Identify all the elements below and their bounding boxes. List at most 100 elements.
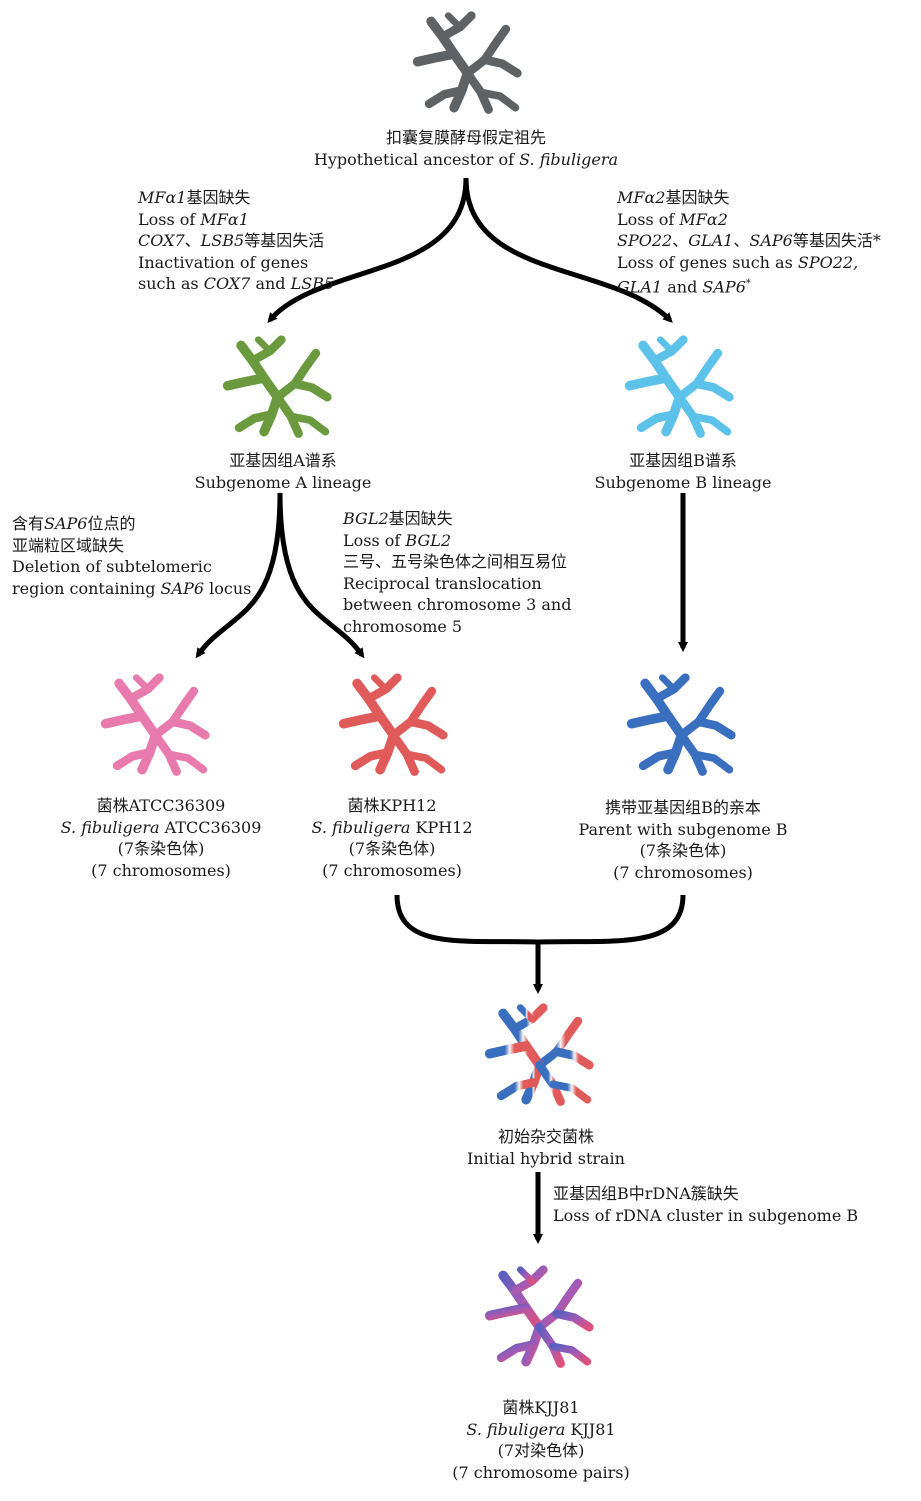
cox7-gene-en: COX7 xyxy=(203,274,251,293)
event-to-atcc-line4: region containing SAP6 locus xyxy=(12,578,251,600)
event-to-b-line4: Loss of genes such as SPO22, xyxy=(617,252,881,274)
parent-b-en: Parent with subgenome B xyxy=(578,819,788,839)
event-to-b-line3: SPO22、GLA1、SAP6等基因失活* xyxy=(617,230,881,252)
event-to-b-line1: MFα2基因缺失 xyxy=(617,187,881,209)
atcc-cell xyxy=(106,678,206,772)
kjj81-chrom-en: (7 chromosome pairs) xyxy=(452,1462,630,1482)
zh: 位点的 xyxy=(87,514,136,533)
mid: and xyxy=(662,277,703,297)
post: locus xyxy=(204,578,252,598)
kjj81-label: 菌株KJJ81 S. fibuligera KJJ81 (7对染色体) (7 c… xyxy=(452,1397,629,1483)
cox7-gene: COX7 xyxy=(138,231,185,250)
ancestor-zh: 扣囊复膜酵母假定祖先 xyxy=(385,128,547,147)
species: S. fibuligera xyxy=(311,817,411,837)
sap6-gene-en: SAP6 xyxy=(160,578,205,598)
mfa1-gene: MFα1 xyxy=(138,188,187,207)
kjj81-en: S. fibuligera KJJ81 xyxy=(452,1419,629,1441)
gla1-gene: GLA1 xyxy=(688,231,734,250)
event-to-kph12-line3: 三号、五号染色体之间相互易位 xyxy=(343,552,568,571)
atcc-chrom-en: (7 chromosomes) xyxy=(91,860,231,880)
ancestor-cell xyxy=(418,16,518,110)
event-to-atcc-line3: Deletion of subtelomeric xyxy=(12,557,212,576)
event-to-kjj81: 亚基因组B中rDNA簇缺失 Loss of rDNA cluster in su… xyxy=(553,1183,858,1226)
sap6-gene-en: SAP6 xyxy=(702,277,746,297)
ancestor-en-species: S. fibuligera xyxy=(519,149,619,169)
lsb5-gene: LSB5 xyxy=(200,231,245,250)
bgl2-gene-en: BGL2 xyxy=(405,530,452,550)
species: S. fibuligera xyxy=(466,1419,566,1439)
pre: Loss of genes such as xyxy=(617,252,798,272)
kjj81-zh: 菌株KJJ81 xyxy=(502,1398,580,1417)
kjj81-chrom-zh: (7对染色体) xyxy=(497,1441,585,1460)
event-to-b-zh1: 基因缺失 xyxy=(665,188,730,207)
sap6-gene: SAP6 xyxy=(44,514,88,533)
sub-a-en: Subgenome A lineage xyxy=(194,472,372,492)
kph12-zh: 菌株KPH12 xyxy=(347,796,437,815)
kph12-en: S. fibuligera KPH12 xyxy=(311,817,472,839)
atcc-en: S. fibuligera ATCC36309 xyxy=(61,817,262,839)
ancestor-en: Hypothetical ancestor of S. fibuligera xyxy=(314,149,618,171)
ancestor-label: 扣囊复膜酵母假定祖先 Hypothetical ancestor of S. f… xyxy=(314,127,618,170)
event-to-b: MFα2基因缺失 Loss of MFα2 SPO22、GLA1、SAP6等基因… xyxy=(617,187,881,298)
kph12-chrom-en: (7 chromosomes) xyxy=(322,860,462,880)
kph12-chrom-zh: (7条染色体) xyxy=(348,839,436,858)
edge-a-to-kph12 xyxy=(277,492,365,659)
event-to-a-line4: Inactivation of genes xyxy=(138,252,309,272)
parent-b-zh: 携带亚基因组B的亲本 xyxy=(605,798,761,817)
event-to-kph12-line2: Loss of BGL2 xyxy=(343,530,571,552)
event-to-a-line5: such as COX7 and LSB5 xyxy=(138,273,334,295)
event-to-a-line2-pre: Loss of xyxy=(138,209,201,229)
zh: 含有 xyxy=(12,514,45,533)
event-to-kph12-line1: BGL2基因缺失 xyxy=(343,508,571,530)
edge-merge-bracket xyxy=(394,894,686,945)
edge-a-to-atcc xyxy=(195,492,283,659)
parent-b-cell xyxy=(632,678,732,772)
event-to-atcc: 含有SAP6位点的 亚端粒区域缺失 Deletion of subtelomer… xyxy=(12,513,251,599)
spo22-gene: SPO22 xyxy=(617,231,673,250)
event-to-atcc-line1: 含有SAP6位点的 xyxy=(12,513,251,535)
parent-b-label: 携带亚基因组B的亲本 Parent with subgenome B (7条染色… xyxy=(578,797,787,883)
event-to-b-line5: GLA1 and SAP6* xyxy=(617,273,881,298)
asterisk: * xyxy=(745,278,751,289)
zh: 基因缺失 xyxy=(388,509,453,528)
sub-a-zh: 亚基因组A谱系 xyxy=(229,451,337,470)
event-to-kph12: BGL2基因缺失 Loss of BGL2 三号、五号染色体之间相互易位 Rec… xyxy=(343,508,571,637)
event-to-kjj81-line2: Loss of rDNA cluster in subgenome B xyxy=(553,1205,859,1225)
event-to-b-zh3: 等基因失活* xyxy=(792,231,881,250)
event-to-a: MFα1基因缺失 Loss of MFα1 COX7、LSB5等基因失活 Ina… xyxy=(138,187,334,295)
hybrid-cell xyxy=(490,1008,590,1102)
strain: KJJ81 xyxy=(570,1419,616,1439)
parent-b-chrom-zh: (7条染色体) xyxy=(639,841,727,860)
bgl2-gene: BGL2 xyxy=(343,509,389,528)
sub-a-cell xyxy=(228,340,328,434)
event-to-kph12-line4: Reciprocal translocation xyxy=(343,573,542,593)
kjj81-cell xyxy=(490,1270,590,1364)
event-to-kjj81-line1: 亚基因组B中rDNA簇缺失 xyxy=(553,1184,739,1203)
strain: KPH12 xyxy=(415,817,473,837)
event-to-b-line2: Loss of MFα2 xyxy=(617,209,881,231)
kph12-cell xyxy=(344,678,444,772)
event-to-kph12-line5: between chromosome 3 and xyxy=(343,595,572,614)
pre: region containing xyxy=(12,578,161,598)
event-to-a-zh3: 等基因失活 xyxy=(244,231,325,250)
hybrid-label: 初始杂交菌株 Initial hybrid strain xyxy=(467,1126,625,1169)
spo22-gene-en: SPO22, xyxy=(797,252,859,272)
sep: 、 xyxy=(672,231,689,250)
pre: Loss of xyxy=(343,530,406,550)
atcc-label: 菌株ATCC36309 S. fibuligera ATCC36309 (7条染… xyxy=(61,795,262,881)
atcc-chrom-zh: (7条染色体) xyxy=(117,839,205,858)
pre: Loss of xyxy=(617,209,680,229)
event-to-a-line3: COX7、LSB5等基因失活 xyxy=(138,230,334,252)
sub-a-label: 亚基因组A谱系 Subgenome A lineage xyxy=(195,450,372,493)
strain: ATCC36309 xyxy=(164,817,262,837)
event-to-a-line2-gene: MFα1 xyxy=(200,209,249,229)
sap6-gene: SAP6 xyxy=(749,231,793,250)
hybrid-en: Initial hybrid strain xyxy=(467,1148,625,1168)
hybrid-zh: 初始杂交菌株 xyxy=(497,1127,594,1146)
mfa2-gene: MFα2 xyxy=(617,188,666,207)
mid: and xyxy=(250,274,291,293)
kph12-label: 菌株KPH12 S. fibuligera KPH12 (7条染色体) (7 c… xyxy=(311,795,472,881)
lsb5-gene-en: LSB5 xyxy=(290,274,335,293)
